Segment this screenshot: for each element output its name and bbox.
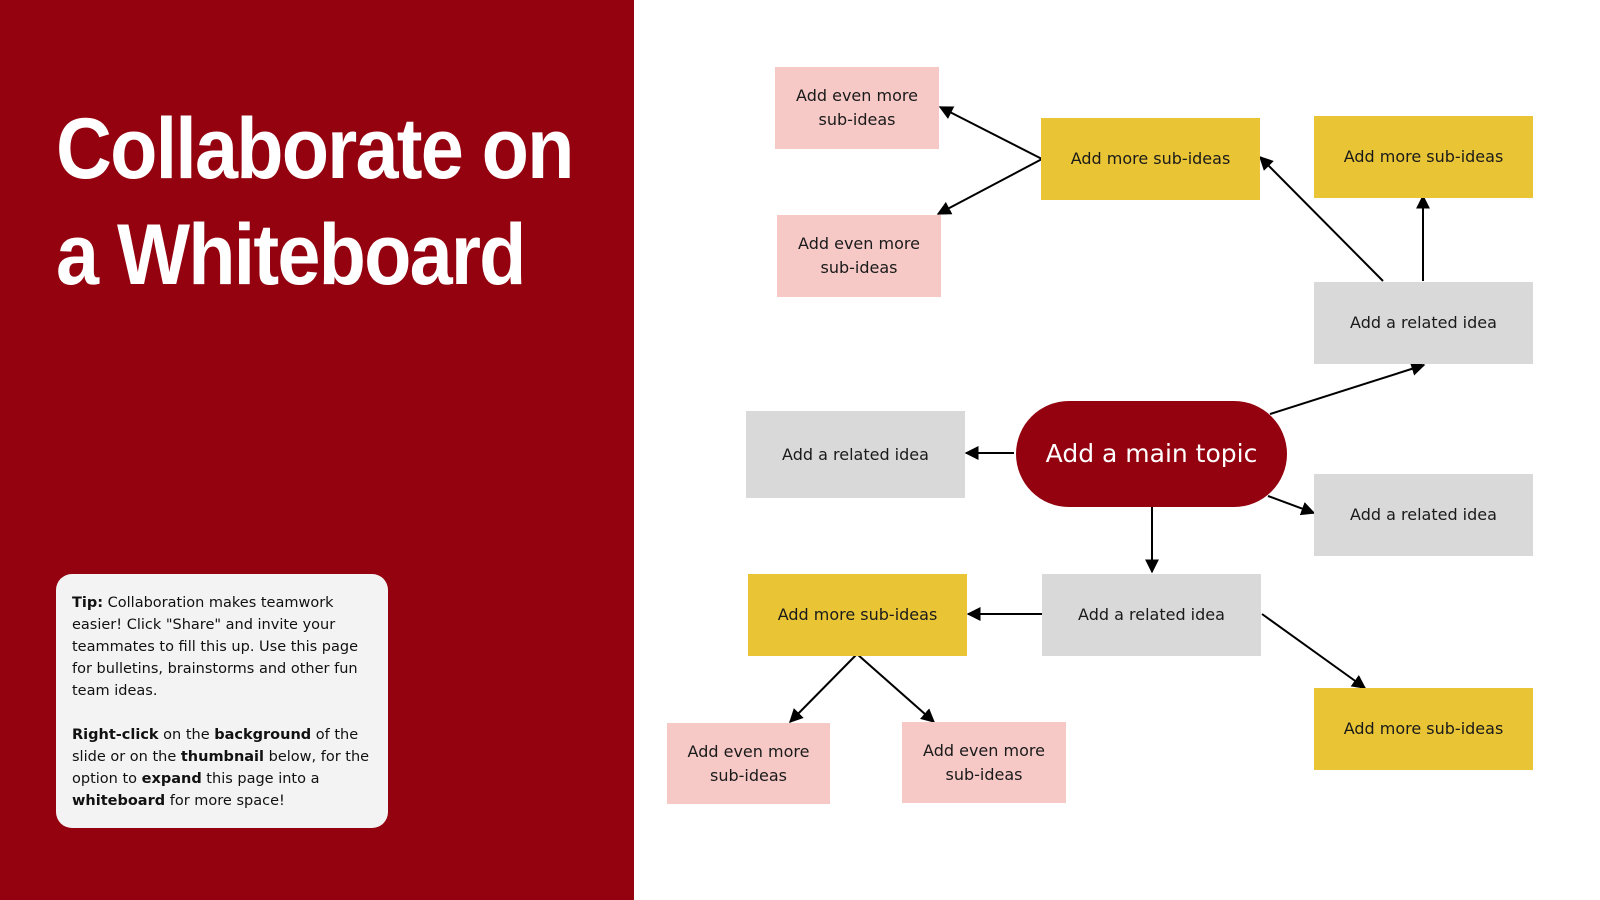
tip-background: background [214,727,312,743]
main-topic-node[interactable]: Add a main topic [1016,401,1287,507]
sub-idea-bottom-right[interactable]: Add more sub-ideas [1314,688,1533,770]
even-more-sub-idea-bottom-1[interactable]: Add even more sub-ideas [667,723,830,804]
arrow-related-to-sub-bottom-right [1261,613,1367,689]
related-idea-bottom[interactable]: Add a related idea [1042,574,1261,656]
tip-lead: Tip: [72,595,104,611]
arrow-main-to-top-right [1269,362,1426,415]
sub-idea-bottom-left[interactable]: Add more sub-ideas [748,574,967,656]
tip-thumbnail: thumbnail [180,749,264,765]
arrow-related-to-sub-top-center [1259,156,1384,282]
arrow-sub-to-even-top-1 [938,106,1043,160]
tip-text: Collaboration makes teamwork easier! Cli… [72,595,359,699]
title-line-1: Collaborate on [56,101,574,197]
related-idea-left[interactable]: Add a related idea [746,411,965,498]
tip-text: for more space! [165,793,285,809]
tip-card: Tip: Collaboration makes teamwork easier… [56,574,388,828]
tip-whiteboard: whiteboard [72,793,166,809]
tip-text: of the slide or on the [72,727,359,765]
even-more-sub-idea-top-2[interactable]: Add even more sub-ideas [777,215,941,297]
tip-expand: expand [141,771,202,787]
tip-text: this page into a [201,771,320,787]
tip-right-click: Right-click [72,727,159,743]
tip-paragraph-2: Right-click on the background of the sli… [72,724,372,812]
arrow-sub-to-even-bottom-1 [789,653,858,723]
related-idea-top-right[interactable]: Add a related idea [1314,282,1533,364]
tip-paragraph-1: Tip: Collaboration makes teamwork easier… [72,592,372,702]
arrow-main-to-right [1267,495,1316,516]
title-line-2: a Whiteboard [56,207,526,303]
related-idea-right[interactable]: Add a related idea [1314,474,1533,556]
tip-text: below, for the option to [72,749,370,787]
sub-idea-top-right[interactable]: Add more sub-ideas [1314,116,1533,198]
arrow-sub-to-even-bottom-2 [856,653,936,723]
even-more-sub-idea-bottom-2[interactable]: Add even more sub-ideas [902,722,1066,803]
even-more-sub-idea-top-1[interactable]: Add even more sub-ideas [775,67,939,149]
slide-title: Collaborate on a Whiteboard [56,96,574,308]
tip-text: on the [158,727,215,743]
arrow-sub-to-even-top-2 [936,158,1043,215]
sub-idea-top-center[interactable]: Add more sub-ideas [1041,118,1260,200]
